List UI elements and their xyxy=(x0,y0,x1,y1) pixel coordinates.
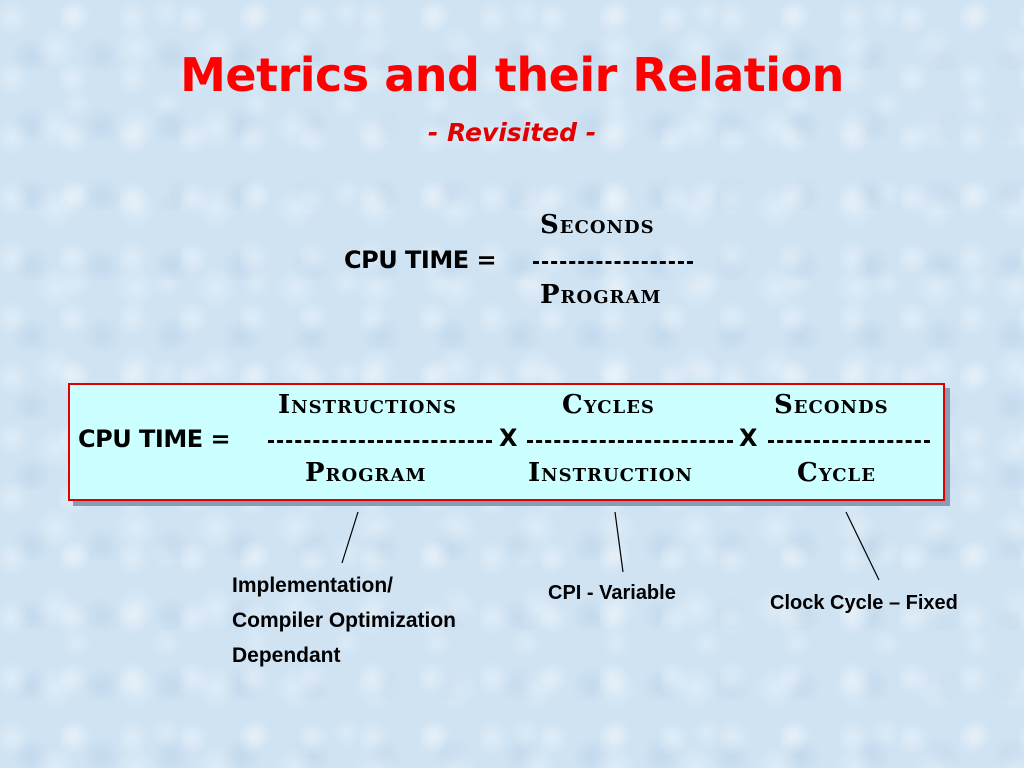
term-2-fraction-bar xyxy=(527,440,733,443)
annotation-3-line-1: Clock Cycle – Fixed xyxy=(770,592,958,614)
slide-subtitle: - Revisited - xyxy=(427,118,597,147)
simple-equation-fraction-bar xyxy=(533,261,693,264)
expanded-equation-lhs: CPU TIME = xyxy=(78,425,231,453)
operator-1: X xyxy=(499,424,518,452)
term-3-numerator: Seconds xyxy=(774,390,889,420)
annotation-implementation: Implementation/ Compiler Optimization De… xyxy=(232,568,456,673)
annotation-1-line-3: Dependant xyxy=(232,644,341,667)
simple-equation-numerator: Seconds xyxy=(540,210,655,240)
term-1-numerator: Instructions xyxy=(278,390,457,420)
annotation-2-line-1: CPI - Variable xyxy=(548,582,676,604)
term-3-fraction-bar xyxy=(768,440,930,443)
term-1-fraction-bar xyxy=(268,440,492,443)
annotation-1-line-2: Compiler Optimization xyxy=(232,609,457,632)
simple-equation-lhs: CPU TIME = xyxy=(344,246,497,274)
annotation-clock-cycle: Clock Cycle – Fixed xyxy=(770,586,958,621)
pointer-line-3 xyxy=(845,511,880,581)
simple-equation-denominator: Program xyxy=(540,280,662,310)
term-1-denominator: Program xyxy=(305,458,427,488)
slide-title: Metrics and their Relation xyxy=(180,48,844,102)
operator-2: X xyxy=(739,424,758,452)
term-3-denominator: Cycle xyxy=(797,458,876,488)
term-2-denominator: Instruction xyxy=(528,458,693,488)
annotation-cpi: CPI - Variable xyxy=(548,576,676,611)
term-2-numerator: Cycles xyxy=(562,390,655,420)
pointer-line-2 xyxy=(614,511,624,573)
pointer-line-1 xyxy=(341,511,359,564)
annotation-1-line-1: Implementation/ xyxy=(232,574,394,597)
